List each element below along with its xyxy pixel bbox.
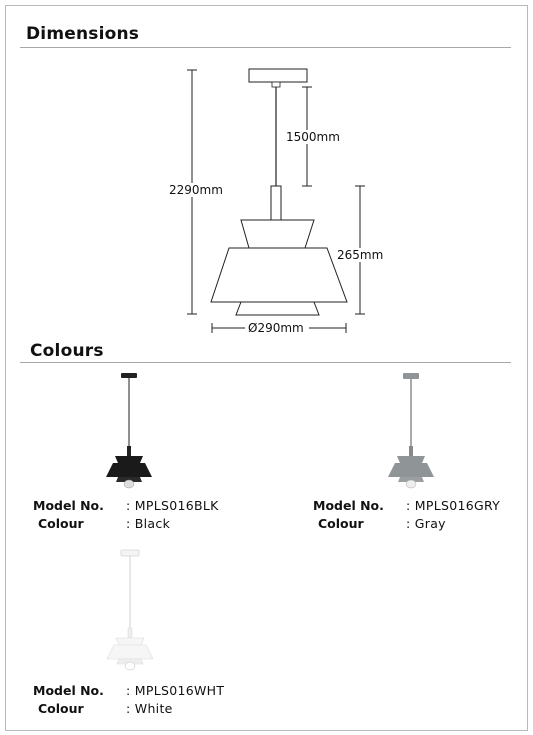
shade-height-label: 265mm [336,248,385,262]
spec-white: Model No. : MPLS016WHT Colour : White [33,682,224,718]
colour-label: Colour [318,516,364,531]
model-label: Model No. [33,683,104,698]
colours-divider [20,362,511,363]
dimension-drawing [187,68,365,333]
diameter-label: Ø290mm [248,321,304,335]
colour-value: : Black [126,516,171,531]
colours-heading: Colours [30,341,104,361]
cable-length-label: 1500mm [285,130,341,144]
lamp-stem [270,185,282,221]
colour-value: : Gray [406,516,446,531]
colour-value: : White [126,701,173,716]
model-value: : MPLS016BLK [126,498,219,513]
model-label: Model No. [313,498,384,513]
lamp-image-white [106,549,154,671]
upper-shade [240,219,315,249]
page-frame [5,5,528,731]
model-value: : MPLS016GRY [406,498,501,513]
lamp-image-black [106,373,152,489]
lower-skirt [235,301,320,316]
model-label: Model No. [33,498,104,513]
spec-black: Model No. : MPLS016BLK Colour : Black [33,497,219,533]
model-value: : MPLS016WHT [126,683,225,698]
dimensions-divider [20,47,511,48]
total-height-label: 2290mm [168,183,224,197]
lamp-image-gray [388,373,434,489]
colour-label: Colour [38,701,84,716]
spec-gray: Model No. : MPLS016GRY Colour : Gray [313,497,500,533]
dimensions-heading: Dimensions [26,24,140,44]
cable-grip [271,81,281,88]
colour-label: Colour [38,516,84,531]
main-shade [210,247,348,303]
ceiling-canopy [248,68,308,83]
